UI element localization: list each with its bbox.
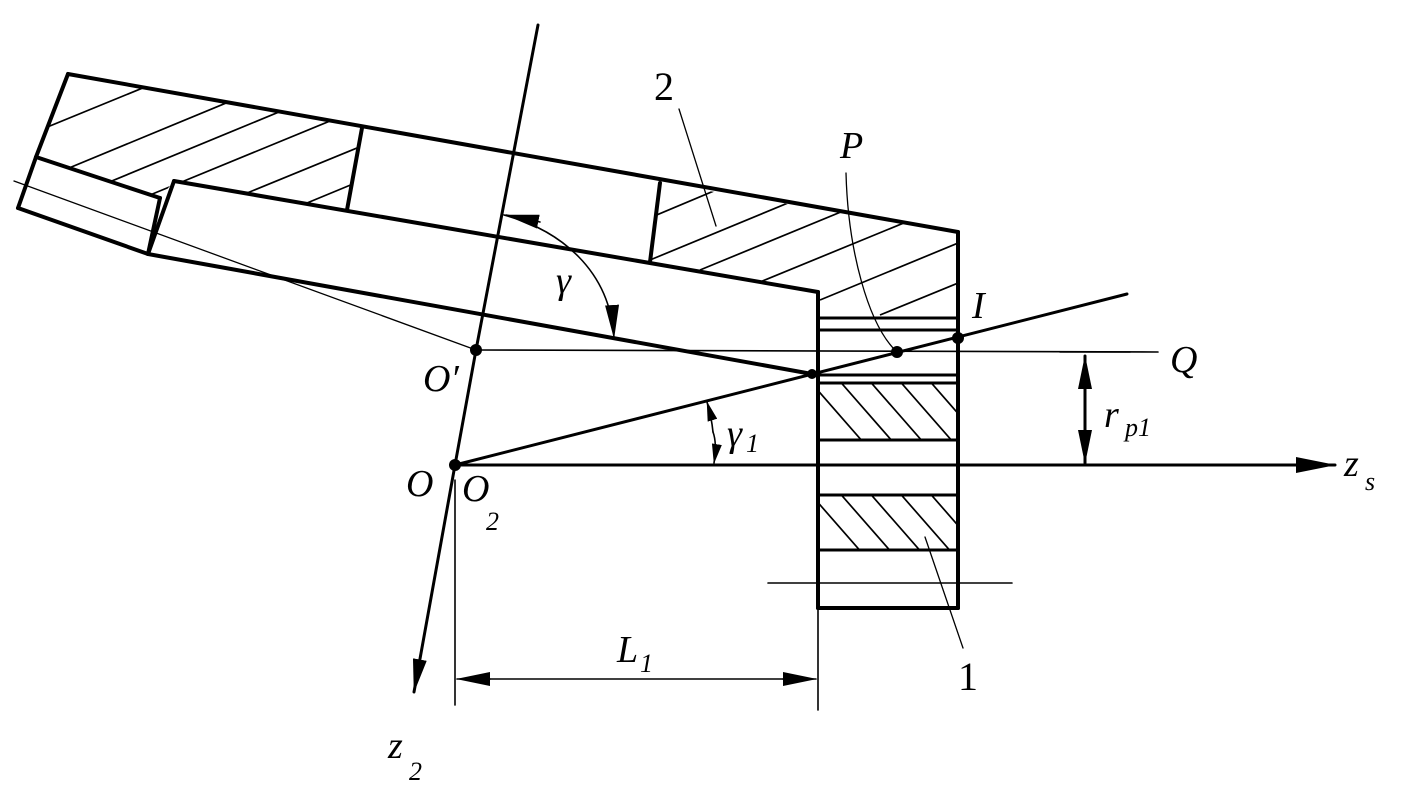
label-rp1-sub: p1	[1123, 413, 1151, 442]
label-O: O	[406, 463, 433, 505]
label-z2-sub: 2	[409, 757, 422, 786]
label-gamma1-sub: 1	[746, 429, 759, 458]
label-L1-sub: 1	[640, 649, 653, 678]
gear-2-right-hatching	[650, 183, 958, 316]
label-zs-sub: s	[1365, 467, 1375, 496]
label-rp1: r	[1104, 394, 1119, 436]
label-z2: z	[387, 725, 403, 767]
label-part-1: 1	[958, 654, 978, 699]
pinion-1-body	[767, 316, 1013, 610]
point-O-prime	[470, 344, 482, 356]
label-part-2: 2	[654, 64, 674, 109]
label-P: P	[839, 125, 863, 167]
label-O-prime: O′	[423, 358, 459, 400]
points	[449, 332, 964, 471]
label-L1: L	[616, 629, 638, 671]
point-P	[891, 346, 903, 358]
construction-lines	[13, 23, 1337, 711]
label-gamma1: γ	[727, 413, 743, 455]
pinion-1-hatching-lower	[818, 495, 958, 550]
pinion-1-hatching-upper	[818, 383, 958, 440]
point-I	[952, 332, 964, 344]
gear-2-body	[16, 72, 960, 610]
label-O2-sub: 2	[486, 507, 499, 536]
point-O	[449, 459, 461, 471]
angle-gamma1	[706, 401, 722, 464]
gear-2-left-hatching	[39, 74, 362, 210]
angle-gamma	[503, 214, 620, 339]
label-Q: Q	[1170, 339, 1197, 381]
label-O2: O	[462, 468, 489, 510]
label-gamma: γ	[556, 260, 572, 302]
label-I: I	[971, 285, 987, 327]
point-pitch	[807, 369, 817, 379]
label-zs: z	[1343, 443, 1359, 485]
labels: 2 1 P I Q γ γ 1 O′ O O 2 r p1 z s z 2 L …	[387, 64, 1375, 786]
